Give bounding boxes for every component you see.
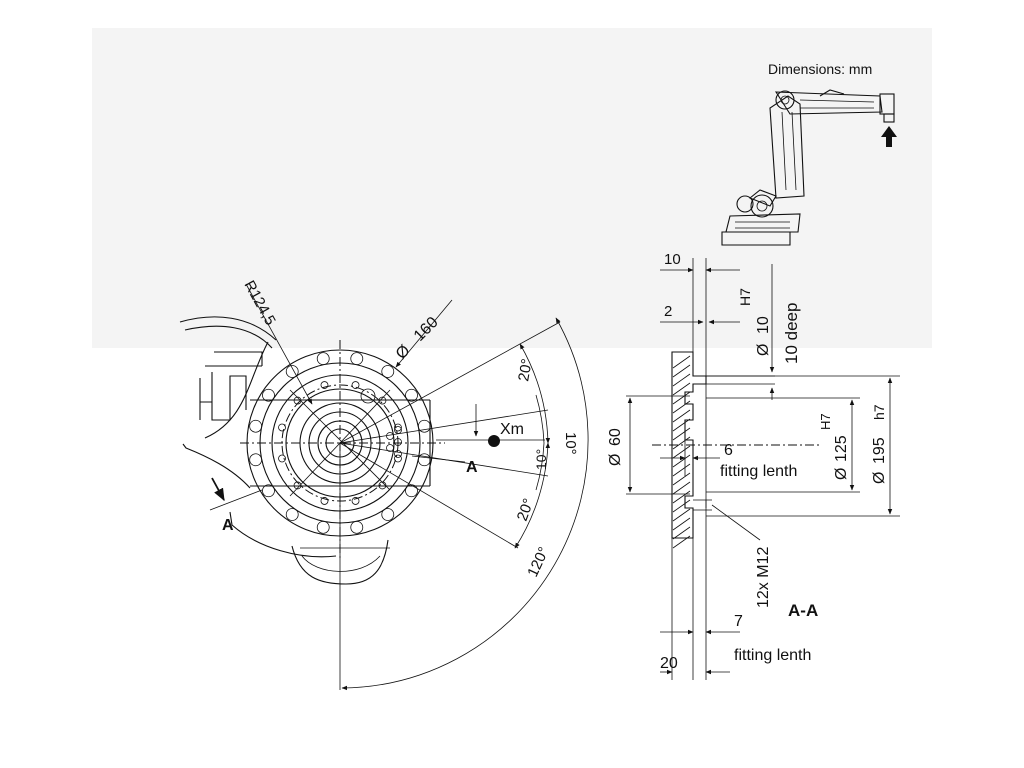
- hole-depth: 10 deep: [782, 303, 801, 364]
- section-title: A-A: [788, 601, 818, 620]
- section-hatching: [672, 355, 691, 549]
- hatch-line: [672, 508, 691, 522]
- fitting-label-2: fitting lenth: [734, 647, 811, 664]
- outer-bolt-hole: [262, 484, 275, 498]
- dim-7: 7: [734, 613, 743, 630]
- fitting-label-1: fitting lenth: [720, 463, 797, 480]
- diameter-symbol-125: Ø: [833, 468, 850, 480]
- inner-bolt-hole: [351, 381, 360, 389]
- dim-2: 2: [664, 303, 672, 320]
- inner-bolt-hole: [320, 381, 329, 389]
- dia-60: 60: [607, 428, 624, 446]
- arrow-up-icon: [881, 126, 897, 147]
- inner-bolt-hole: [278, 454, 286, 463]
- xm-point: [488, 435, 500, 447]
- outer-bolt-hole: [285, 365, 299, 378]
- thread-label: 12x M12: [755, 547, 772, 608]
- angle-top: 20°: [515, 357, 536, 382]
- section-marker-a-left: A: [222, 517, 234, 534]
- outer-bolt-hole: [249, 419, 263, 433]
- xm-label: Xm: [500, 421, 524, 438]
- hatch-line: [672, 499, 691, 513]
- dia-125-tolerance: H7: [818, 413, 833, 430]
- hatch-line: [672, 454, 691, 468]
- outer-bolt-hole: [350, 352, 364, 366]
- dia-195: 195: [871, 437, 888, 464]
- outer-bolt-hole: [262, 388, 275, 402]
- hatch-line: [672, 463, 691, 477]
- angle-top-inner: 10°: [562, 432, 579, 455]
- section-marker-a-right: A: [466, 459, 478, 476]
- inner-bolt-hole: [320, 497, 329, 505]
- dim-10: 10: [664, 251, 681, 268]
- outer-bolt-hole: [405, 388, 418, 402]
- hatch-line: [672, 364, 691, 378]
- hole-tolerance: H7: [737, 288, 753, 306]
- outer-bolt-hole: [316, 352, 330, 366]
- hatch-line: [672, 490, 691, 504]
- hatch-line: [672, 409, 691, 423]
- hole-diameter: 10: [755, 316, 772, 334]
- dim-6: 6: [724, 442, 733, 459]
- hatch-line: [672, 445, 691, 459]
- outer-bolt-hole: [350, 520, 364, 534]
- hatch-line: [672, 481, 691, 495]
- outer-bolt-hole: [285, 508, 299, 521]
- hatch-line: [672, 382, 691, 396]
- outer-bolt-hole: [316, 520, 330, 534]
- units-note: Dimensions: mm: [768, 61, 872, 77]
- dia-125: 125: [833, 435, 850, 462]
- robot-icon: [721, 89, 897, 246]
- outer-bolt-hole: [405, 484, 418, 498]
- hatch-line: [672, 526, 691, 540]
- hatch-line: [672, 418, 691, 432]
- section-view: 10 2 H7 Ø 10 10 deep H7 Ø 125 Ø 1: [607, 251, 900, 680]
- outer-bolt-hole: [381, 508, 395, 521]
- hatch-line: [672, 391, 691, 405]
- hatch-line: [672, 427, 691, 441]
- background-panel: [92, 28, 932, 348]
- outer-bolt-hole: [249, 453, 263, 467]
- hatch-line: [672, 373, 691, 387]
- inner-bolt-hole: [386, 432, 394, 440]
- pin-hole: [360, 388, 376, 404]
- hatch-line: [672, 400, 691, 414]
- diameter-symbol-hole: Ø: [755, 344, 772, 356]
- dim-20: 20: [660, 655, 678, 672]
- angle-bottom: 20°: [514, 496, 538, 523]
- diameter-symbol-60: Ø: [607, 454, 624, 466]
- diameter-symbol-195: Ø: [871, 472, 888, 484]
- hatch-line: [672, 355, 691, 369]
- outer-bolt-hole: [381, 365, 395, 378]
- inner-bolt-hole: [293, 481, 302, 490]
- inner-bolt-hole: [278, 423, 286, 432]
- hatch-line: [672, 436, 691, 450]
- hatch-line: [672, 517, 691, 531]
- angle-bottom-inner: 10°: [533, 449, 549, 470]
- dia-195-tolerance: h7: [871, 404, 887, 420]
- hatch-line: [672, 535, 691, 549]
- hatch-line: [672, 472, 691, 486]
